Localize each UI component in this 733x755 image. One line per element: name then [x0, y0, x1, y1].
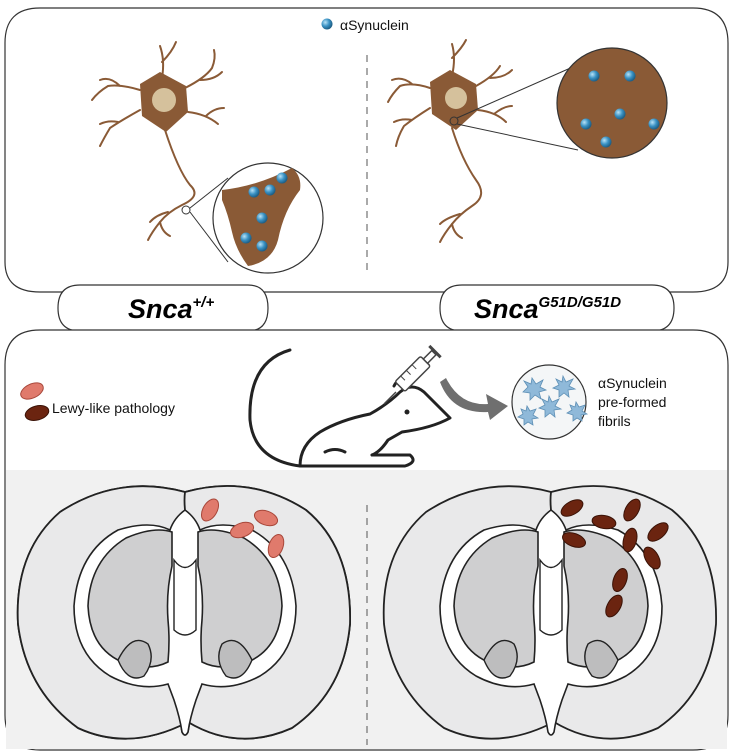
pff-label: αSynuclein pre-formed fibrils — [598, 375, 671, 429]
neuron-right — [387, 39, 513, 243]
neuron-left — [91, 41, 225, 241]
lewy-pathology-left — [200, 498, 285, 559]
injection-arrow — [440, 378, 508, 420]
neuron-right-nucleus — [445, 87, 467, 109]
genotype-left-label: Snca+/+ — [128, 294, 214, 324]
lewy-pathology-right — [560, 498, 669, 618]
lewy-legend-icons — [20, 382, 50, 421]
asyn-legend-dot — [321, 18, 333, 30]
lewy-legend-label: Lewy-like pathology — [52, 400, 175, 416]
brain-section-left — [16, 485, 351, 740]
genotype-right-label: SncaG51D/G51D — [474, 294, 621, 324]
syringe-icon — [383, 344, 442, 405]
pff-fibrils — [517, 374, 589, 426]
zoom-circle-right — [556, 47, 668, 159]
asyn-legend-label: αSynuclein — [340, 17, 409, 33]
neuron-left-nucleus — [152, 88, 176, 112]
